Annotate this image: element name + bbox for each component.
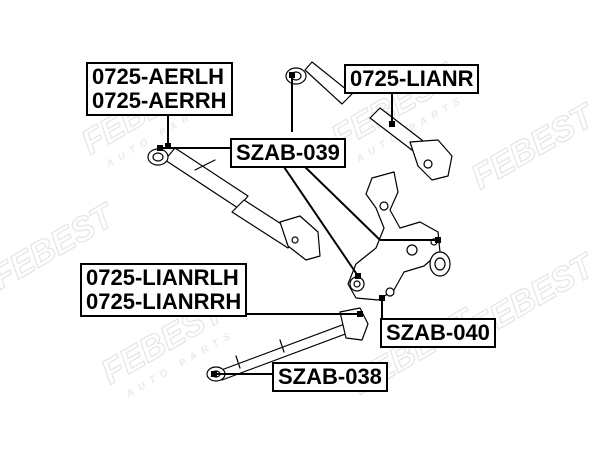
callout-szab-039: SZAB-039 xyxy=(230,138,346,168)
part-number-lianrrh: 0725-LIANRRH xyxy=(86,289,242,314)
steering-knuckle xyxy=(347,171,451,301)
rear-arm-upper-left xyxy=(147,147,321,261)
part-number-aerlh: 0725-AERLH xyxy=(92,64,225,89)
callout-0725-lianr: 0725-LIANR xyxy=(344,64,480,94)
part-number-aerrh: 0725-AERRH xyxy=(92,88,227,113)
leader-039-knuckle-b xyxy=(301,163,381,241)
part-number-lianrlh: 0725-LIANRLH xyxy=(86,265,239,290)
callout-szab-038: SZAB-038 xyxy=(272,362,388,392)
callout-0725-aer: 0725-AERLH 0725-AERRH xyxy=(86,62,233,116)
leader-dots xyxy=(157,72,441,377)
part-number-lianr: 0725-LIANR xyxy=(350,66,474,91)
watermark-text: FEBEST xyxy=(465,95,600,197)
part-number-szab-038: SZAB-038 xyxy=(278,364,382,389)
part-number-szab-039: SZAB-039 xyxy=(236,140,340,165)
leader-039-knuckle-a xyxy=(281,163,359,277)
part-number-szab-040: SZAB-040 xyxy=(386,320,490,345)
callout-szab-040: SZAB-040 xyxy=(380,318,496,348)
callout-0725-lianr-lh-rh: 0725-LIANRLH 0725-LIANRRH xyxy=(80,263,248,317)
